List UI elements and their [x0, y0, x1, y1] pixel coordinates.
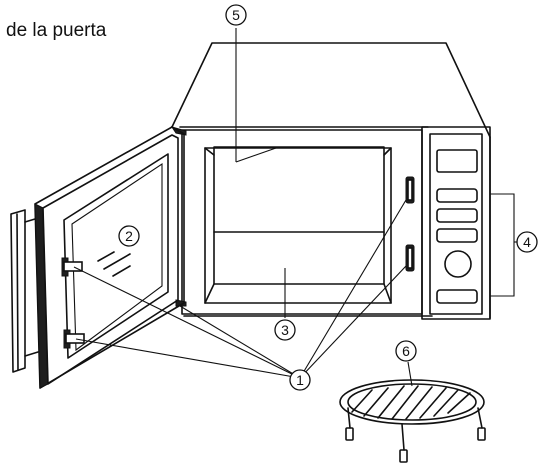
microwave-body — [171, 42, 491, 319]
microwave-door — [10, 126, 187, 389]
control-panel — [421, 126, 491, 320]
callout-1-label: 1 — [296, 372, 304, 388]
callout-4-label: 4 — [523, 234, 531, 250]
callout-1: 1 — [289, 369, 311, 391]
leader-lines — [73, 28, 517, 387]
latch-slots — [405, 176, 415, 272]
callout-2-label: 2 — [125, 228, 133, 244]
callout-5-label: 5 — [232, 7, 240, 23]
callout-6-label: 6 — [402, 343, 410, 359]
turntable-support — [339, 379, 486, 463]
callout-5: 5 — [225, 4, 247, 26]
callout-2: 2 — [118, 225, 140, 247]
callout-6: 6 — [395, 340, 417, 362]
caption-text: de la puerta — [6, 20, 107, 41]
oven-cavity — [204, 146, 392, 304]
callout-3: 3 — [274, 319, 296, 341]
callout-4: 4 — [516, 231, 538, 253]
callout-3-label: 3 — [281, 322, 289, 338]
